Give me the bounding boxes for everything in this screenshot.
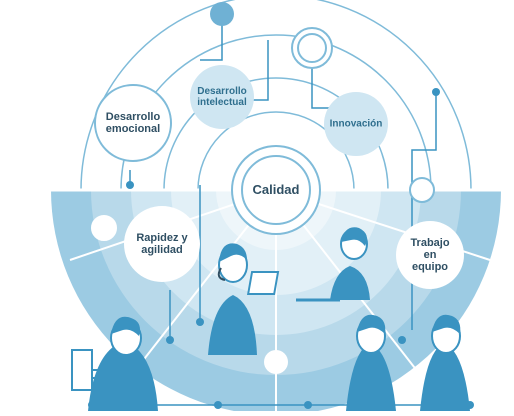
deco-circle-bottom — [264, 350, 288, 374]
bubble-rapidez — [124, 206, 200, 282]
person-bottom-left — [71, 316, 158, 411]
person-bottom-right-2 — [420, 314, 470, 411]
person-headset-center — [208, 243, 257, 355]
person-bottom-right-1 — [346, 314, 396, 411]
deco-circle-top — [210, 2, 234, 26]
bubble-innovacion — [324, 92, 388, 156]
bubble-trabajo — [396, 221, 464, 289]
label-rapidez: Rapidez y agilidad — [136, 231, 188, 256]
deco-ring-right — [409, 177, 435, 203]
person-laptop — [246, 227, 370, 302]
label-desarrollo-intelectual: Desarrollo intelectual — [197, 86, 247, 108]
bubble-desarrollo-intelectual — [190, 65, 254, 129]
deco-ring-left — [91, 215, 117, 241]
label-innovacion: Innovación — [329, 118, 383, 130]
label-trabajo: Trabajo en equipo — [410, 236, 450, 274]
label-desarrollo-emocional: Desarrollo emocional — [105, 110, 161, 135]
bubble-desarrollo-emocional — [94, 84, 172, 162]
label-calidad: Calidad — [252, 181, 300, 197]
